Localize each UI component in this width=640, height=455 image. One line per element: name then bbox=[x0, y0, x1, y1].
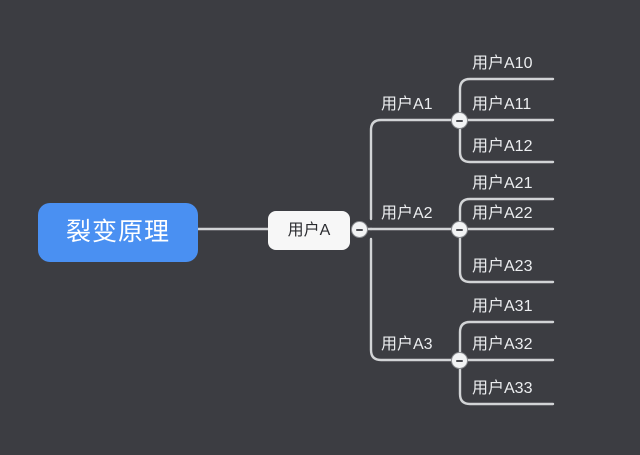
node-label-user-a21[interactable]: 用户A21 bbox=[472, 175, 533, 192]
node-label-user-a32[interactable]: 用户A32 bbox=[472, 336, 533, 353]
node-label-user-a2[interactable]: 用户A2 bbox=[381, 205, 433, 222]
wire-g2-child3 bbox=[458, 235, 555, 284]
wire-g1-child1 bbox=[458, 77, 555, 114]
node-label-user-a1[interactable]: 用户A1 bbox=[381, 96, 433, 113]
collapse-toggle-user-a[interactable] bbox=[352, 222, 367, 237]
node-label-user-a10[interactable]: 用户A10 bbox=[472, 55, 533, 72]
node-label-user-a31[interactable]: 用户A31 bbox=[472, 298, 533, 315]
wire-g3-child1 bbox=[458, 320, 555, 354]
node-label-user-a11[interactable]: 用户A11 bbox=[472, 96, 532, 113]
minus-icon bbox=[356, 228, 363, 231]
minus-icon bbox=[456, 359, 463, 362]
collapse-toggle-user-a1[interactable] bbox=[452, 113, 467, 128]
node-label-user-a22[interactable]: 用户A22 bbox=[472, 205, 533, 222]
node-user-a[interactable]: 用户A bbox=[268, 211, 350, 250]
minus-icon bbox=[456, 228, 463, 231]
node-label-user-a23[interactable]: 用户A23 bbox=[472, 258, 533, 275]
root-node[interactable]: 裂变原理 bbox=[38, 203, 198, 262]
collapse-toggle-user-a2[interactable] bbox=[452, 222, 467, 237]
node-user-a-label: 用户A bbox=[287, 221, 331, 239]
wire-g1-child3 bbox=[458, 126, 555, 164]
collapse-toggle-user-a3[interactable] bbox=[452, 353, 467, 368]
root-node-label: 裂变原理 bbox=[65, 218, 170, 246]
node-label-user-a3[interactable]: 用户A3 bbox=[381, 336, 433, 353]
node-label-user-a33[interactable]: 用户A33 bbox=[472, 380, 533, 397]
wire-g2-child1 bbox=[458, 197, 555, 223]
node-label-user-a12[interactable]: 用户A12 bbox=[472, 138, 533, 155]
wire-g3-child3 bbox=[458, 366, 555, 406]
wire-trunk-branch3 bbox=[369, 237, 461, 362]
wire-trunk-branch1 bbox=[369, 118, 461, 221]
minus-icon bbox=[456, 119, 463, 122]
